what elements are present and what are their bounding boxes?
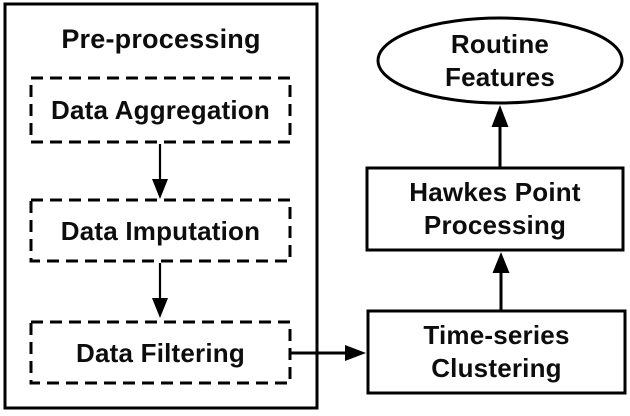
arrow-aggregation-to-imputation	[152, 144, 168, 199]
preprocessing-title: Pre-processing	[61, 24, 261, 54]
arrow-hawkes-to-features	[491, 105, 509, 167]
arrow-clustering-to-hawkes	[492, 252, 510, 310]
arrow-imputation-to-filtering	[152, 263, 168, 318]
routine-features-ellipse	[376, 16, 624, 105]
data-filtering-box	[29, 320, 292, 385]
preprocessing-group-box	[3, 2, 319, 410]
arrow-filtering-to-clustering	[291, 345, 366, 361]
data-aggregation-box	[29, 76, 292, 144]
timeseries-clustering-box	[366, 309, 627, 395]
data-imputation-box	[29, 198, 292, 263]
hawkes-processing-box	[365, 166, 625, 252]
